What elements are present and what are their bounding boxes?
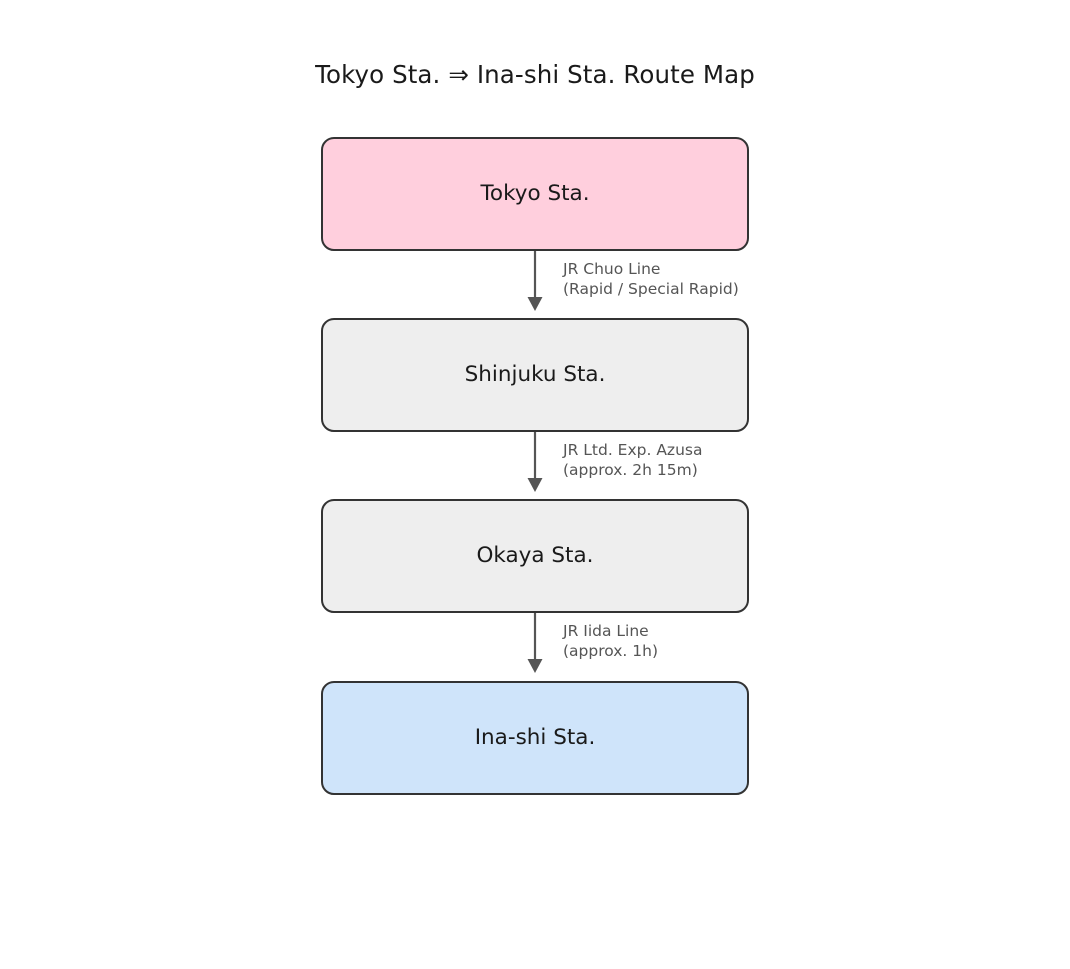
- edge-shinjuku-to-okaya: JR Ltd. Exp. Azusa (approx. 2h 15m): [0, 432, 1070, 499]
- node-label: Tokyo Sta.: [480, 181, 590, 207]
- edge-label: JR Iida Line (approx. 1h): [563, 621, 658, 661]
- edge-label-line1: JR Iida Line: [563, 622, 649, 640]
- arrow-down-icon: [527, 432, 543, 492]
- edge-label-line1: JR Ltd. Exp. Azusa: [563, 441, 703, 459]
- node-okaya-sta[interactable]: Okaya Sta.: [321, 499, 749, 613]
- node-ina-shi-sta[interactable]: Ina-shi Sta.: [321, 681, 749, 795]
- node-label: Shinjuku Sta.: [464, 362, 606, 388]
- edge-tokyo-to-shinjuku: JR Chuo Line (Rapid / Special Rapid): [0, 251, 1070, 318]
- edge-label-line2: (approx. 2h 15m): [563, 461, 698, 479]
- node-tokyo-sta[interactable]: Tokyo Sta.: [321, 137, 749, 251]
- arrow-down-icon: [527, 613, 543, 673]
- edge-okaya-to-ina-shi: JR Iida Line (approx. 1h): [0, 613, 1070, 680]
- edge-label-line2: (Rapid / Special Rapid): [563, 280, 739, 298]
- arrow-down-icon: [527, 251, 543, 311]
- node-shinjuku-sta[interactable]: Shinjuku Sta.: [321, 318, 749, 432]
- edge-label-line2: (approx. 1h): [563, 642, 659, 660]
- edge-label: JR Ltd. Exp. Azusa (approx. 2h 15m): [563, 440, 702, 480]
- edge-label-line1: JR Chuo Line: [563, 260, 661, 278]
- node-label: Okaya Sta.: [476, 543, 594, 569]
- node-label: Ina-shi Sta.: [474, 725, 596, 751]
- edge-label: JR Chuo Line (Rapid / Special Rapid): [563, 259, 739, 299]
- page-title: Tokyo Sta. ⇒ Ina-shi Sta. Route Map: [315, 60, 755, 89]
